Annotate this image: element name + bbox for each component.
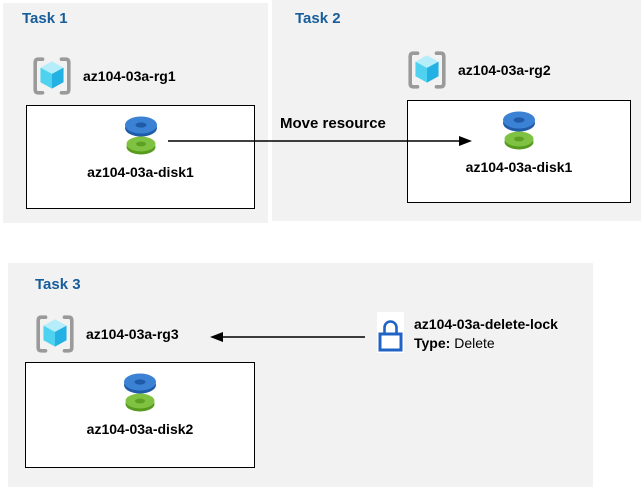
resource-group-icon: [36, 315, 74, 353]
resource-group-label: az104-03a-rg3: [86, 326, 179, 342]
resource-group-icon: [33, 57, 71, 95]
disk-icon: [124, 116, 157, 155]
task3-title: Task 3: [35, 276, 81, 293]
disk-icon: [124, 373, 156, 412]
lock-type: Type: Delete: [414, 334, 558, 353]
disk-label: az104-03a-disk2: [86, 421, 194, 437]
resource-group-label: az104-03a-rg2: [458, 62, 551, 78]
task3-resource-box: az104-03a-disk2: [25, 362, 255, 468]
lock-name: az104-03a-delete-lock: [414, 316, 558, 332]
task2-panel: Task 2 az104-03a-rg2 az104-03a-disk1: [272, 0, 641, 221]
task1-panel: Task 1 az104-03a-rg1 az104-03a-disk1: [3, 3, 268, 223]
task2-resource-box: az104-03a-disk1: [407, 100, 631, 203]
lock-caption: az104-03a-delete-lock Type: Delete: [414, 312, 558, 353]
resource-group-icon: [408, 51, 446, 89]
disk-label: az104-03a-disk1: [87, 164, 194, 180]
task1-resource-group: az104-03a-rg1: [31, 55, 176, 97]
lock-type-label: Type:: [414, 335, 451, 351]
disk-label: az104-03a-disk1: [465, 159, 573, 175]
task2-resource-group: az104-03a-rg2: [406, 49, 551, 91]
task3-panel: Task 3 az104-03a-rg3 az104-03a-disk2: [8, 263, 593, 487]
task2-title: Task 2: [295, 10, 341, 27]
resource-group-label: az104-03a-rg1: [83, 68, 176, 84]
lock-type-value: Delete: [454, 335, 495, 351]
task1-title: Task 1: [22, 10, 68, 27]
task3-resource-group: az104-03a-rg3: [34, 313, 179, 355]
delete-lock: az104-03a-delete-lock Type: Delete: [377, 312, 558, 353]
move-resource-label: Move resource: [280, 115, 386, 132]
lock-icon-glyph: [378, 320, 403, 352]
task1-resource-box: az104-03a-disk1: [26, 105, 255, 209]
disk-icon: [503, 111, 535, 150]
lock-icon: [377, 312, 404, 353]
